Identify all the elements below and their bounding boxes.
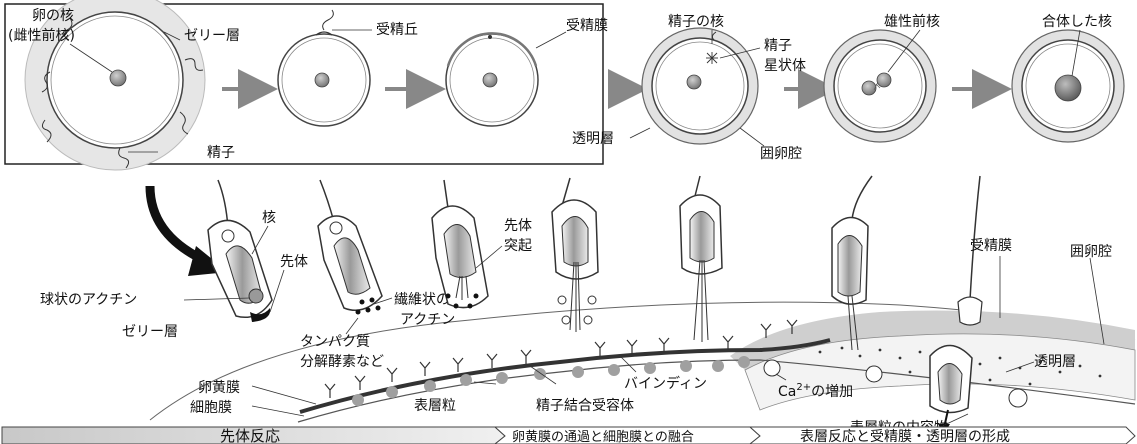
leader-line — [630, 128, 650, 138]
female-pronucleus — [862, 81, 876, 95]
receptor — [453, 358, 463, 372]
sperm-1 — [208, 180, 272, 322]
label-vitelline-membrane: 卵黄膜 — [198, 379, 240, 396]
label-fused-nucleus: 合体した核 — [1042, 14, 1112, 30]
stage-bar: 先体反応 卵黄膜の通過と細胞膜との融合 表層反応と受精膜・透明層の形成 — [2, 427, 1135, 444]
receptor — [723, 336, 733, 350]
egg-2 — [278, 10, 370, 126]
label-fertilization-membrane-bottom: 受精膜 — [970, 238, 1012, 254]
receptor — [595, 342, 605, 356]
leader-line — [270, 270, 284, 312]
sperm-squiggle — [323, 10, 334, 30]
cortical-granule — [680, 360, 692, 372]
label-hyaline-layer: 透明層 — [1034, 354, 1076, 370]
sperm-3 — [432, 180, 488, 309]
label-acrosomal-process-2: 突起 — [504, 238, 532, 254]
sperm-nucleus-shape — [562, 216, 588, 266]
label-male-pronucleus: 雄性前核 — [884, 13, 940, 30]
label-fertilization-cone: 受精丘 — [376, 22, 418, 38]
cortical-granule — [608, 364, 620, 376]
sperm-aster-shape — [706, 52, 718, 64]
ca-suffix: の増加 — [811, 384, 853, 400]
label-fertilization-membrane-top: 受精膜 — [566, 18, 608, 34]
sperm-5 — [680, 176, 722, 342]
cortical-granule — [572, 366, 584, 378]
egg-5 — [824, 30, 936, 142]
label-jelly-layer-bottom: ゼリー層 — [122, 324, 178, 340]
egg-nucleus-2 — [315, 73, 329, 87]
label-filamentous-actin-2: アクチン — [400, 312, 455, 328]
cortical-granule — [738, 356, 750, 368]
cortical-granule — [424, 380, 436, 392]
sperm-7 — [930, 176, 982, 434]
egg-6 — [1012, 30, 1124, 142]
label-protease-2: 分解酵素など — [300, 354, 384, 370]
label-sperm-aster-2: 星状体 — [764, 58, 806, 74]
receptor — [487, 354, 497, 368]
ca-vesicle — [764, 360, 780, 376]
egg-4 — [642, 28, 758, 144]
egg-nucleus-3 — [483, 73, 497, 87]
label-sperm-receptor: 精子結合受容体 — [536, 397, 634, 414]
receptor — [420, 362, 430, 376]
label-cell-membrane: 細胞膜 — [190, 400, 232, 416]
label-sperm-nucleus: 精子の核 — [668, 14, 724, 30]
label-sperm-aster-1: 精子 — [764, 38, 792, 54]
cortical-granule — [712, 360, 724, 372]
sperm-nucleus-shape — [838, 235, 862, 296]
label-cortical-granule: 表層粒 — [414, 398, 456, 414]
receptor — [355, 376, 365, 390]
label-egg-nucleus-1: 卵の核 — [32, 8, 74, 24]
label-nucleus: 核 — [262, 210, 276, 226]
label-sperm-top: 精子 — [207, 145, 235, 161]
sperm-nucleus-shape — [690, 211, 714, 262]
cortical-granule — [496, 372, 508, 384]
stage-label-3: 表層反応と受精膜・透明層の形成 — [800, 429, 1010, 444]
cortical-granule — [460, 374, 472, 386]
label-egg-nucleus-2: (雌性前核) — [8, 27, 75, 44]
label-jelly-layer-top: ゼリー層 — [184, 28, 240, 44]
egg-nucleus-4 — [687, 75, 701, 89]
egg-1 — [25, 0, 205, 170]
globular-actin-shape — [249, 289, 263, 303]
receptor — [627, 340, 637, 354]
ca-vesicle — [1009, 389, 1027, 407]
cortical-granule — [352, 394, 364, 406]
label-bindin: バインディン — [624, 375, 707, 392]
receptor — [659, 338, 669, 352]
leader-line — [252, 226, 268, 254]
male-pronucleus-shape — [877, 73, 891, 87]
ca-superscript: 2+ — [796, 382, 811, 393]
ca-prefix: Ca — [778, 384, 796, 400]
leader-line — [620, 356, 636, 372]
ca-vesicle — [866, 366, 882, 382]
leader-line — [346, 318, 358, 334]
leader-line — [252, 406, 304, 416]
receptor — [325, 384, 335, 398]
receptor — [521, 350, 531, 364]
label-acrosomal-process-1: 先体 — [504, 218, 532, 234]
egg-3 — [446, 33, 538, 126]
leader-line — [252, 386, 316, 404]
stage-label-2: 卵黄膜の通過と細胞膜との融合 — [512, 430, 694, 444]
cortical-granule — [386, 386, 398, 398]
leader-line — [740, 128, 764, 146]
fused-nucleus-shape — [1055, 75, 1081, 101]
leader-line — [536, 32, 566, 48]
stage-label-1: 先体反応 — [220, 427, 280, 444]
cortical-granule — [644, 362, 656, 374]
label-acrosome: 先体 — [280, 254, 308, 270]
egg-nucleus-1 — [110, 70, 126, 86]
label-perivitelline-space-bottom: 囲卵腔 — [1070, 244, 1112, 260]
sperm-nucleus-shape — [938, 363, 962, 404]
label-protease-1: タンパク質 — [300, 334, 370, 350]
label-filamentous-actin-1: 繊維状の — [394, 292, 450, 308]
label-globular-actin: 球状のアクチン — [40, 292, 137, 308]
label-perivitelline-space-top: 囲卵腔 — [760, 146, 802, 162]
label-vitelline-layer-top: 透明層 — [572, 131, 614, 147]
label-ca-increase: Ca2+の増加 — [778, 382, 853, 400]
receptor — [387, 368, 397, 382]
sperm-2 — [318, 180, 382, 315]
